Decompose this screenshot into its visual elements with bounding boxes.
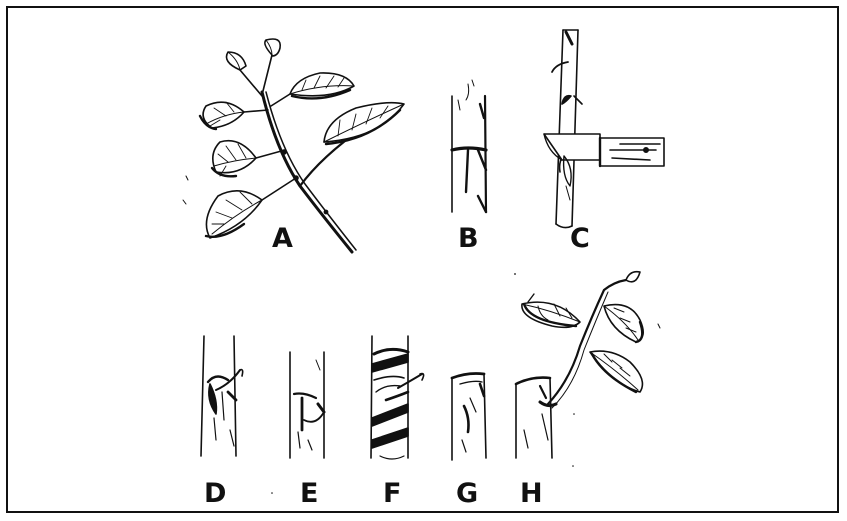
panel-d-bud-inserted-illustration: [201, 336, 243, 456]
panel-f-bud-wrapped-illustration: [371, 336, 424, 459]
panel-h-new-shoot-illustration: [516, 272, 660, 458]
panel-label-a: A: [272, 225, 293, 252]
panel-a-budstick-illustration: [183, 39, 404, 252]
panel-e-bud-closed-illustration: [290, 352, 324, 458]
panel-label-g: G: [456, 480, 478, 507]
panel-c-bud-cutting-illustration: [544, 30, 664, 228]
panel-label-h: H: [520, 480, 543, 507]
panel-label-f: F: [383, 480, 401, 507]
panel-label-d: D: [204, 480, 226, 507]
panel-g-stock-cut-illustration: [452, 374, 486, 461]
panel-label-e: E: [300, 480, 318, 507]
panel-label-b: B: [458, 225, 479, 252]
panel-b-t-cut-illustration: [452, 80, 486, 212]
panel-label-c: C: [570, 225, 590, 252]
